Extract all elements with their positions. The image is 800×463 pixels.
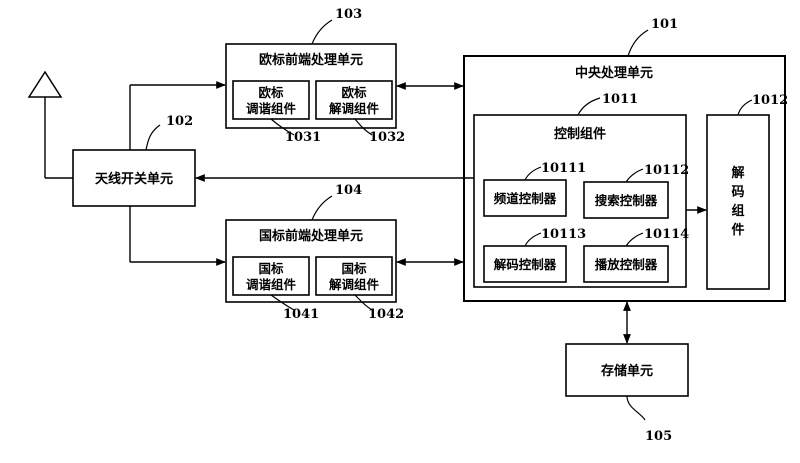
eu-tuner-line1: 欧标 bbox=[258, 85, 284, 100]
eu-tuner-box bbox=[232, 80, 310, 120]
ref-1012: 1012 bbox=[752, 93, 788, 108]
ref-leader-104 bbox=[311, 195, 333, 221]
decoder-char-4: 件 bbox=[731, 222, 744, 238]
ref-104: 104 bbox=[335, 183, 362, 198]
ref-10113: 10113 bbox=[541, 227, 586, 242]
ref-leader-1041 bbox=[270, 294, 295, 311]
cn-demod-line2: 解调组件 bbox=[329, 277, 380, 292]
eu-demod-box bbox=[315, 80, 393, 120]
cn-tuner-box bbox=[232, 256, 310, 296]
ref-1032: 1032 bbox=[369, 130, 405, 145]
cn-demod-line1: 国标 bbox=[341, 261, 367, 276]
decoder-char-1: 解 bbox=[730, 165, 744, 181]
ref-leader-10114 bbox=[625, 232, 644, 247]
eu-tuner-line2: 调谐组件 bbox=[246, 101, 297, 116]
ref-1041: 1041 bbox=[283, 307, 319, 322]
eu-demod-line1: 欧标 bbox=[341, 85, 367, 100]
ref-leader-1031 bbox=[270, 118, 295, 136]
ref-1031: 1031 bbox=[285, 130, 321, 145]
storage-label: 存储单元 bbox=[601, 363, 653, 379]
play-controller-box bbox=[583, 245, 669, 283]
decode-controller-box bbox=[483, 245, 567, 283]
ref-leader-101 bbox=[627, 29, 649, 57]
ref-105: 105 bbox=[645, 429, 672, 444]
antenna-switch-label: 天线开关单元 bbox=[95, 171, 173, 187]
cn-frontend-label: 国标前端处理单元 bbox=[259, 228, 363, 244]
decoder-char-2: 码 bbox=[731, 185, 744, 200]
decoder-box bbox=[706, 114, 770, 290]
ref-leader-103 bbox=[311, 19, 333, 45]
cn-tuner-line2: 调谐组件 bbox=[246, 277, 297, 292]
eu-demod-line2: 解调组件 bbox=[329, 101, 380, 116]
antenna-switch-box bbox=[72, 149, 196, 207]
play-controller-label: 播放控制器 bbox=[595, 257, 658, 272]
ref-leader-1032 bbox=[354, 118, 373, 136]
storage-box bbox=[565, 343, 689, 397]
cn-demod-box bbox=[315, 256, 393, 296]
ref-leader-105 bbox=[626, 395, 646, 421]
decoder-char-3: 组 bbox=[731, 203, 744, 219]
connector-arrows bbox=[195, 82, 707, 344]
ref-leader-10112 bbox=[625, 168, 644, 183]
antenna-icon bbox=[27, 70, 73, 179]
ref-102: 102 bbox=[166, 114, 193, 129]
ref-leader-10111 bbox=[524, 166, 542, 181]
ref-10111: 10111 bbox=[541, 161, 586, 176]
eu-frontend-label: 欧标前端处理单元 bbox=[259, 52, 363, 68]
ref-103: 103 bbox=[335, 7, 362, 22]
ref-101: 101 bbox=[651, 17, 678, 32]
cn-tuner-line1: 国标 bbox=[258, 261, 284, 276]
channel-controller-label: 频道控制器 bbox=[494, 191, 557, 206]
channel-controller-box bbox=[483, 179, 567, 217]
search-controller-label: 搜索控制器 bbox=[595, 193, 658, 208]
search-controller-box bbox=[583, 181, 669, 219]
control-label: 控制组件 bbox=[554, 126, 606, 142]
cpu-label: 中央处理单元 bbox=[575, 65, 653, 81]
ref-1011: 1011 bbox=[602, 92, 638, 107]
ref-1042: 1042 bbox=[368, 307, 404, 322]
ref-leader-1012 bbox=[737, 99, 753, 116]
ref-leader-1011 bbox=[577, 97, 601, 116]
ref-leader-1042 bbox=[354, 294, 373, 311]
connector-switch-frontends bbox=[129, 81, 226, 266]
decode-controller-label: 解码控制器 bbox=[494, 257, 557, 272]
ref-leader-10113 bbox=[524, 232, 542, 247]
ref-10114: 10114 bbox=[644, 227, 689, 242]
ref-10112: 10112 bbox=[644, 163, 689, 178]
ref-leader-102 bbox=[145, 124, 161, 151]
